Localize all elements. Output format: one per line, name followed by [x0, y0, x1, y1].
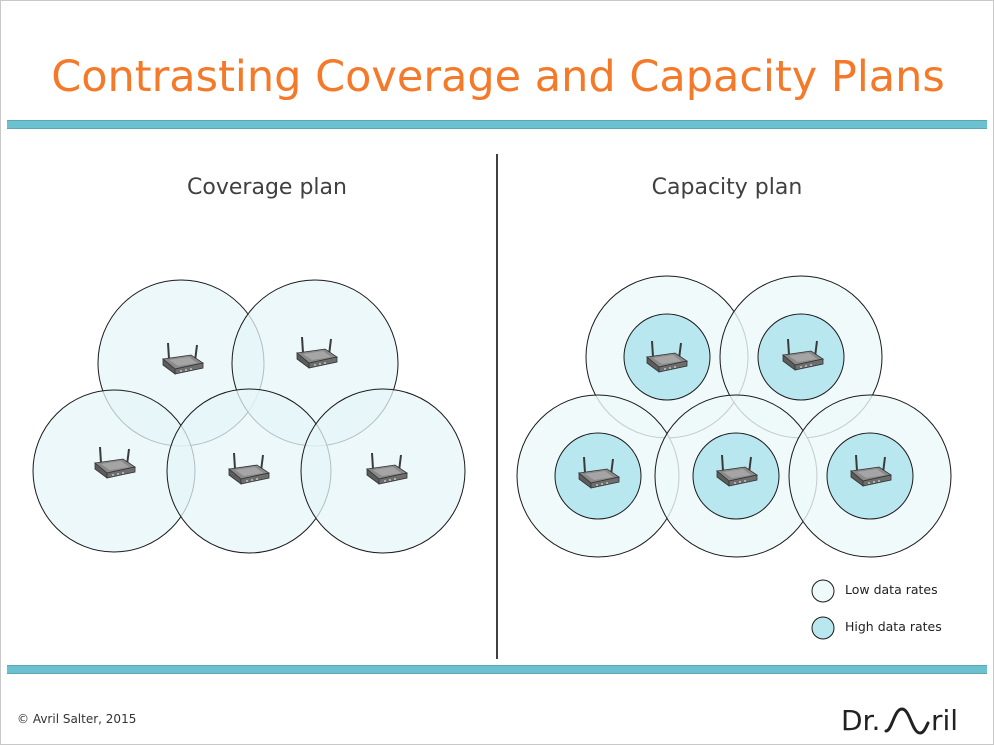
- legend-low-label: Low data rates: [845, 582, 938, 597]
- capacity-low-rate-cells: [516, 275, 952, 558]
- logo: Dr. ril: [839, 701, 989, 741]
- legend-high-label: High data rates: [845, 619, 942, 634]
- bottom-divider-band: [7, 665, 987, 674]
- capacity-plan-title: Capacity plan: [651, 175, 803, 200]
- wave-icon: [884, 707, 930, 735]
- top-divider-band: [7, 120, 987, 129]
- legend-low-swatch: [811, 579, 835, 603]
- legend-high-swatch: [811, 616, 835, 640]
- slide-title: Contrasting Coverage and Capacity Plans: [51, 52, 945, 102]
- copyright-text: © Avril Salter, 2015: [17, 712, 137, 726]
- coverage-plan-title: Coverage plan: [187, 175, 347, 200]
- logo-suffix: ril: [931, 704, 959, 737]
- panel-divider: [496, 154, 498, 659]
- logo-prefix: Dr.: [841, 704, 881, 737]
- coverage-cells: [32, 279, 466, 554]
